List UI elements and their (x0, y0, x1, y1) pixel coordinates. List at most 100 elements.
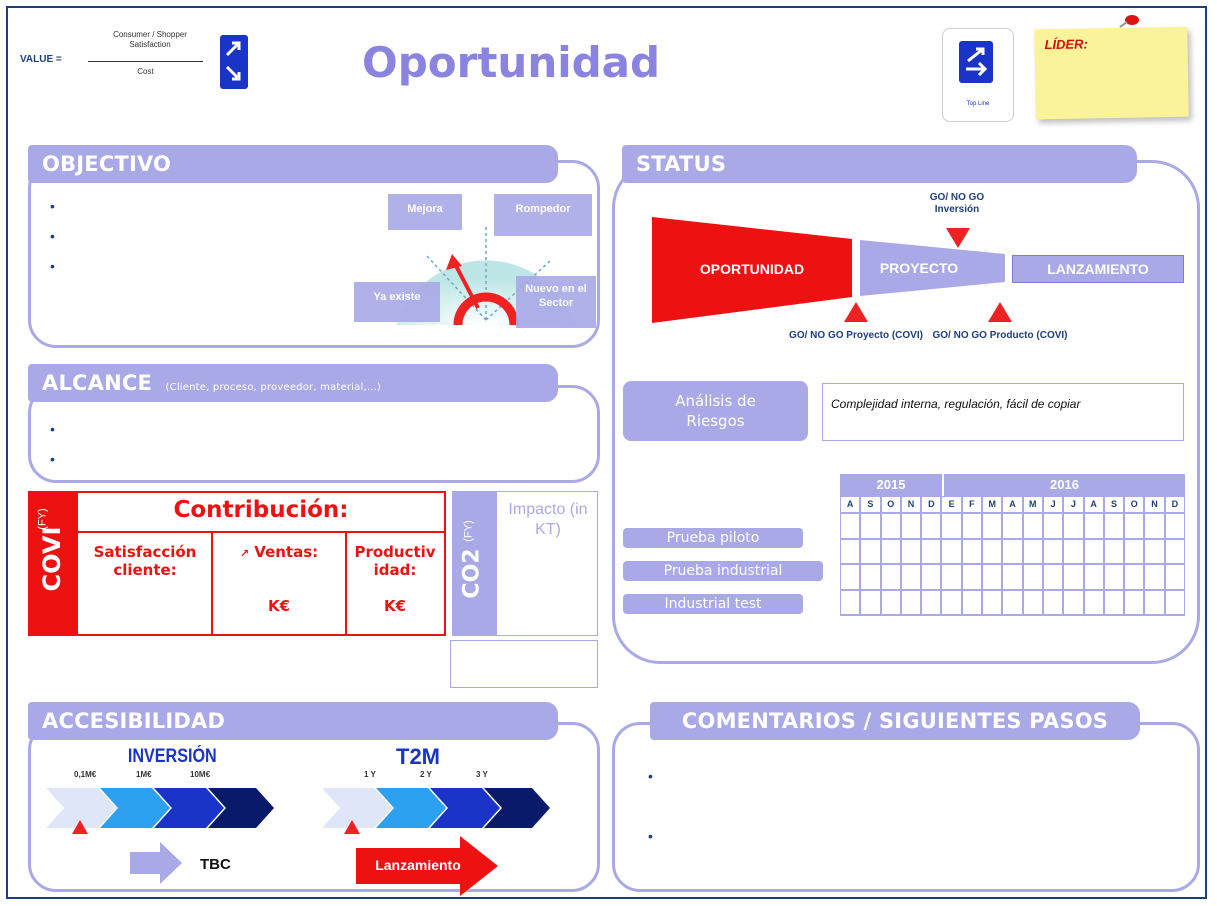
task-prueba-industrial: Prueba industrial (623, 561, 823, 581)
calendar-cell (1104, 539, 1124, 563)
month-label: S (861, 497, 880, 512)
comentarios-bullet: • (648, 768, 653, 784)
calendar-cell (942, 590, 961, 614)
leader-label: LÍDER: (1044, 36, 1088, 53)
objetivo-bullet: • (50, 198, 55, 214)
covi-ventas: ↗ Ventas: (216, 543, 342, 561)
covi-ventas-label: Ventas: (254, 543, 319, 561)
alcance-title: ALCANCE (42, 371, 153, 395)
gauge-label-nuevo: Nuevo en el Sector (516, 276, 596, 328)
calendar-cell (1084, 514, 1103, 538)
calendar-cell (1043, 514, 1063, 538)
calendar-cell (983, 590, 1002, 614)
stage-oportunidad-label: OPORTUNIDAD (699, 261, 805, 277)
alcance-bullet: • (50, 451, 55, 467)
covi-side: COVI (FY) (28, 491, 76, 636)
value-label: VALUE = (20, 54, 62, 65)
calendar-cell (1145, 590, 1164, 614)
inversion-chevrons (46, 786, 276, 830)
stage-proyecto-label: PROYECTO (879, 260, 959, 276)
alcance-subtitle: (Cliente, proceso, proveedor, material,…… (165, 382, 382, 393)
co2-impact: Impacto (in KT) (508, 501, 588, 538)
calendar-cell (962, 539, 982, 563)
calendar-cell (1145, 565, 1164, 589)
calendar-cell (1165, 539, 1184, 563)
calendar-cell (1023, 539, 1042, 563)
riesgos-text: Complejidad interna, regulación, fácil d… (822, 383, 1184, 441)
calendar-cell (922, 565, 941, 589)
value-arrows-icon (220, 35, 248, 89)
leader-sticky-note: LÍDER: (1034, 26, 1189, 120)
calendar-cell (841, 539, 860, 563)
covi-box: Contribución: Satisfacción cliente: ↗ Ve… (76, 491, 446, 636)
t2m-tick: 1 Y (364, 770, 376, 779)
page-title: Oportunidad (362, 38, 661, 87)
calendar-cell (1003, 590, 1022, 614)
calendar-cell (841, 514, 860, 538)
month-label: M (1023, 497, 1042, 512)
month-label: O (881, 497, 900, 512)
month-label: D (922, 497, 941, 512)
calendar-cell (901, 514, 921, 538)
calendar-cell (881, 590, 900, 614)
calendar-cell (983, 539, 1002, 563)
calendar-cell (942, 514, 961, 538)
page-frame (6, 6, 1207, 899)
task-prueba-piloto: Prueba piloto (623, 528, 803, 548)
month-label: A (1084, 497, 1103, 512)
calendar-cell (1023, 590, 1042, 614)
gonogo-inversion-marker (946, 228, 970, 248)
inversion-marker (72, 820, 88, 834)
inversion-title: INVERSIÓN (127, 746, 217, 767)
month-label: J (1043, 497, 1063, 512)
calendar-cell (1064, 539, 1083, 563)
calendar-cell (962, 565, 982, 589)
calendar-cell (841, 590, 860, 614)
tbc-label: TBC (200, 856, 231, 873)
trend-up-icon: ↗ (239, 547, 250, 560)
calendar-cell (942, 539, 961, 563)
covi-title: Contribución: (173, 497, 349, 523)
covi-satisfaccion: Satisfacción cliente: (93, 543, 197, 579)
month-label: S (1104, 497, 1124, 512)
month-label: E (942, 497, 961, 512)
top-line-card: Top Line (942, 28, 1014, 122)
calendar-cell (1023, 565, 1042, 589)
month-label: J (1064, 497, 1083, 512)
calendar-cell (1043, 565, 1063, 589)
calendar-cell (1043, 539, 1063, 563)
covi-productividad-unit: K€ (383, 597, 407, 615)
gauge-label-ya-existe: Ya existe (354, 282, 440, 322)
t2m-tick: 3 Y (476, 770, 488, 779)
calendar-cell (1165, 514, 1184, 538)
co2-fy: (FY) (462, 520, 475, 542)
calendar-cell (841, 565, 860, 589)
comentarios-panel (612, 722, 1200, 892)
inversion-tick: 1M€ (136, 770, 152, 779)
calendar-cell (983, 514, 1002, 538)
objetivo-bullet: • (50, 258, 55, 274)
calendar-cell (922, 514, 941, 538)
gauge-label-rompedor: Rompedor (494, 194, 592, 236)
calendar-cell (881, 565, 900, 589)
month-label: O (1125, 497, 1144, 512)
alcance-bullet: • (50, 421, 55, 437)
calendar-cell (1165, 590, 1184, 614)
month-label: M (983, 497, 1002, 512)
alcance-header: ALCANCE (Cliente, proceso, proveedor, ma… (28, 364, 558, 402)
stage-proyecto: PROYECTO (860, 240, 1005, 296)
month-label: N (901, 497, 921, 512)
covi-ventas-unit: K€ (267, 597, 291, 615)
gauge-label-mejora: Mejora (388, 194, 462, 230)
calendar-cell (962, 590, 982, 614)
month-label: D (1165, 497, 1184, 512)
calendar-cell (942, 565, 961, 589)
month-label: A (841, 497, 860, 512)
calendar-cell (861, 514, 880, 538)
t2m-tick: 2 Y (420, 770, 432, 779)
calendar-cell (1104, 565, 1124, 589)
calendar-cell (1145, 539, 1164, 563)
co2-box: Impacto (in KT) (496, 491, 598, 636)
calendar-cell (1023, 514, 1042, 538)
